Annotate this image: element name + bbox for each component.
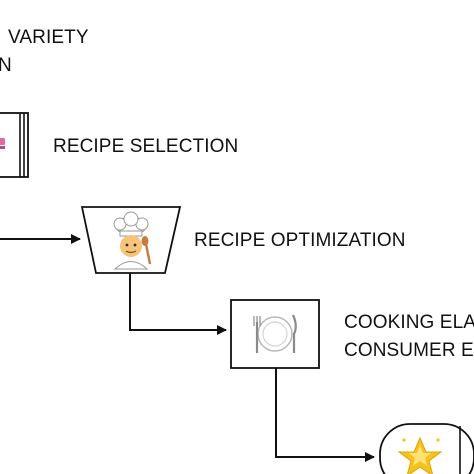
recipe-optimization-label: RECIPE OPTIMIZATION: [194, 230, 406, 251]
consumer-label: CONSUMER E: [344, 340, 474, 361]
cooking-label: COOKING ELA: [344, 312, 474, 333]
star-icon: [397, 436, 443, 474]
variety-label-second-line: N: [0, 55, 12, 76]
fork-plate-knife-icon: [253, 314, 297, 353]
recipe-card-icon: [0, 138, 5, 149]
variety-label: VARIETY: [8, 27, 89, 48]
recipe-selection-box: [0, 112, 29, 178]
arrow-to-final: [275, 368, 375, 462]
recipe-selection-label: RECIPE SELECTION: [53, 136, 239, 157]
chef-icon: [113, 211, 152, 270]
arrow-to-cooking: [129, 273, 227, 335]
final-node: [379, 423, 474, 474]
